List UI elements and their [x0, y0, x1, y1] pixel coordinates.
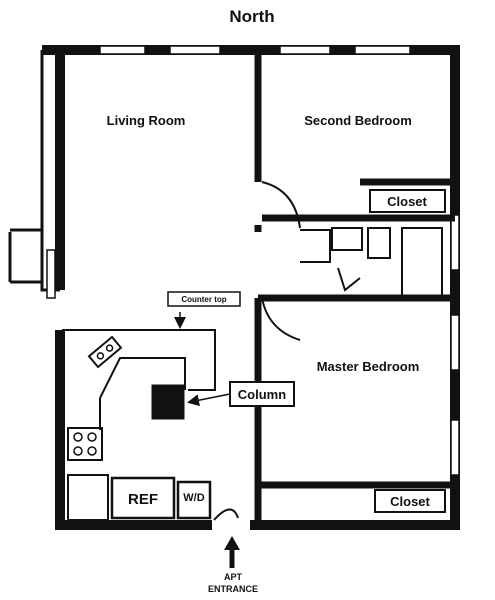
- refrigerator: REF: [110, 476, 176, 520]
- living-room-label: Living Room: [107, 113, 186, 128]
- refrigerator-label: REF: [128, 491, 158, 508]
- door-swings: [213, 181, 301, 521]
- closet-lower-label: Closet: [390, 494, 430, 509]
- north-label: North: [229, 7, 274, 26]
- closet-lower: Closet: [374, 489, 446, 513]
- exterior-walls: [8, 45, 460, 530]
- washer-dryer: W/D: [176, 480, 212, 520]
- column-label: Column: [238, 387, 286, 402]
- closet-upper: Closet: [369, 189, 446, 213]
- north-windows: [99, 45, 411, 55]
- washer-dryer-label: W/D: [183, 492, 204, 504]
- entrance-label-line2: ENTRANCE: [208, 584, 258, 594]
- counter-top-callout: Counter top: [167, 291, 241, 329]
- kitchen: [62, 329, 216, 521]
- closet-upper-label: Closet: [387, 194, 427, 209]
- second-bedroom-label: Second Bedroom: [304, 113, 412, 128]
- master-bedroom-label: Master Bedroom: [317, 359, 420, 374]
- counter-top-label: Counter top: [181, 295, 226, 304]
- bathroom: [300, 227, 443, 299]
- entrance-label-line1: APT: [224, 572, 243, 582]
- entrance-arrow: [224, 536, 240, 568]
- column-callout: Column: [187, 381, 295, 407]
